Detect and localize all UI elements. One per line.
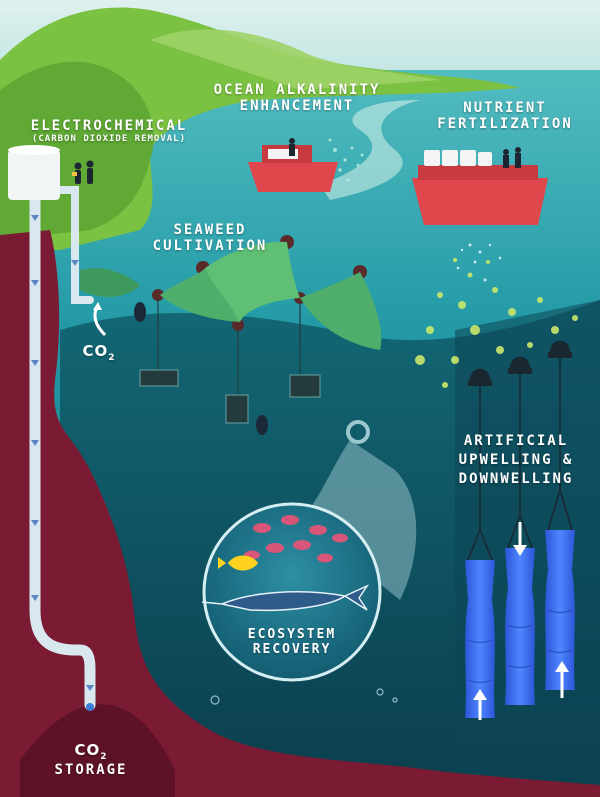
nutrient-boat-hull <box>412 178 548 225</box>
co2-capture-label: CO2 <box>74 342 124 363</box>
alkalinity-spray <box>328 138 364 182</box>
seaweed-cages <box>139 369 321 424</box>
ocean-alkalinity-line1: OCEAN ALKALINITY <box>213 82 381 98</box>
plankton-bloom <box>415 258 578 388</box>
tube-rings <box>467 609 573 684</box>
electrochemical-tank <box>8 150 60 200</box>
nutrient-sacks <box>424 150 492 166</box>
ecosystem-line2: RECOVERY <box>252 641 332 657</box>
nutrient-particles <box>456 243 502 282</box>
electrochemical-label: ELECTROCHEMICAL (CARBON DIOXIDE REMOVAL) <box>4 118 214 144</box>
alkalinity-wake <box>320 100 420 200</box>
co2-pipe <box>29 184 96 711</box>
flow-arrows <box>473 522 569 720</box>
workers-nutrient <box>503 147 521 168</box>
divers <box>134 302 268 435</box>
magnifier-beam <box>300 440 417 600</box>
pipe-outlet <box>86 703 94 711</box>
nutrient-line1: NUTRIENT <box>463 100 547 116</box>
co2-capture-text: CO2 <box>82 342 116 363</box>
nutrient-line2: FERTILIZATION <box>437 116 573 133</box>
co2-storage-line2: STORAGE <box>54 762 128 779</box>
far-hills <box>150 29 440 90</box>
upwelling-line3: DOWNWELLING <box>458 470 574 487</box>
ocean-alkalinity-label: OCEAN ALKALINITY ENHANCEMENT <box>192 82 402 114</box>
seaweed-fronds <box>80 241 382 350</box>
upwelling-tubes <box>465 530 575 718</box>
electrochemical-title: ELECTROCHEMICAL <box>30 118 188 134</box>
ecosystem-recovery-label: ECOSYSTEM RECOVERY <box>227 627 357 658</box>
seaweed-lines <box>157 300 301 395</box>
upwelling-downwelling-label: ARTIFICIAL UPWELLING & DOWNWELLING <box>432 432 600 489</box>
upwelling-buoys <box>468 340 572 386</box>
co2-intake-pipe <box>51 186 94 304</box>
magnifier-ring <box>346 420 370 444</box>
rock-storage-mound <box>20 704 175 797</box>
upwelling-cables <box>467 358 573 561</box>
ocean-alkalinity-line2: ENHANCEMENT <box>239 98 355 115</box>
nutrient-fertilization-label: NUTRIENT FERTILIZATION <box>415 100 595 132</box>
electrochemical-subtitle: (CARBON DIOXIDE REMOVAL) <box>31 134 187 145</box>
ecosystem-line1: ECOSYSTEM <box>247 627 337 642</box>
pipe-flow-arrows <box>31 215 94 691</box>
alkalinity-boat-hull <box>248 162 338 192</box>
seaweed-line1: SEAWEED <box>173 222 247 238</box>
upwelling-line1: ARTIFICIAL <box>463 433 569 449</box>
workers-electrochemical <box>74 160 94 184</box>
seaweed-line2: CULTIVATION <box>152 238 268 255</box>
ecosystem-bubbles <box>210 688 398 705</box>
co2-storage-label: CO2 STORAGE <box>46 741 136 779</box>
reef-fish <box>244 515 348 563</box>
marlin <box>201 584 370 612</box>
upwelling-line2: UPWELLING & <box>458 451 574 468</box>
yellow-tang-fish <box>218 555 258 571</box>
seaweed-cultivation-label: SEAWEED CULTIVATION <box>150 222 270 254</box>
co2-storage-formula: CO2 <box>74 741 108 762</box>
